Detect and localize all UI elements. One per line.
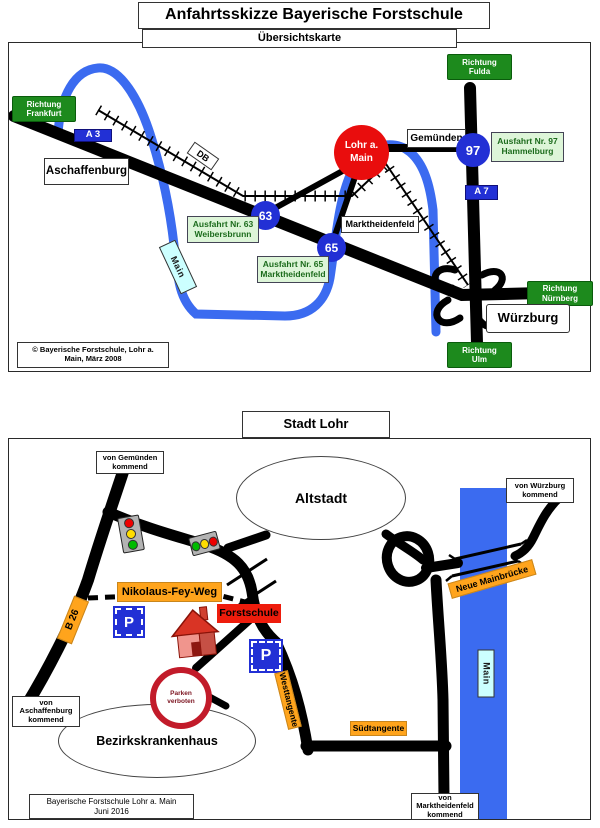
- approach-wuerzburg: von Würzburg kommend: [506, 478, 574, 503]
- parking-sign-west: P: [115, 608, 143, 636]
- exit-65-label: Ausfahrt Nr. 65 Marktheidenfeld: [257, 256, 329, 283]
- yellow-light: [125, 528, 137, 540]
- exit-97-label: Ausfahrt Nr. 97 Hammelburg: [491, 132, 564, 162]
- city-map-subtitle: Stadt Lohr: [242, 411, 390, 438]
- a3-sign: A 3: [74, 129, 112, 142]
- suedtangente-label: Südtangente: [350, 721, 407, 736]
- altstadt-area: Altstadt: [236, 456, 406, 540]
- exit-97-circle: 97: [456, 133, 490, 167]
- approach-marktheidenfeld: von Marktheidenfeld kommend: [411, 793, 479, 820]
- direction-sign-nuernberg: Richtung Nürnberg: [527, 281, 593, 306]
- no-parking-sign: Parken verboten: [150, 667, 212, 729]
- lohr-node: Lohr a. Main: [334, 125, 389, 180]
- overview-subtitle: Übersichtskarte: [142, 29, 457, 48]
- parking-sign-school: P: [251, 641, 281, 671]
- forstschule-house-icon: [170, 606, 220, 659]
- approach-aschaffenburg: von Aschaffenburg kommend: [12, 696, 80, 727]
- city-map-panel: [8, 438, 591, 820]
- nikolaus-fey-weg-label: Nikolaus-Fey-Weg: [117, 582, 222, 602]
- city-box-aschaffenburg: Aschaffenburg: [44, 158, 129, 185]
- forstschule-label: Forstschule: [217, 604, 281, 623]
- direction-sign-frankfurt: Richtung Frankfurt: [12, 96, 76, 122]
- direction-sign-fulda: Richtung Fulda: [447, 54, 512, 80]
- page-title: Anfahrtsskizze Bayerische Forstschule: [138, 2, 490, 29]
- copyright-box: © Bayerische Forstschule, Lohr a. Main, …: [17, 342, 169, 368]
- direction-sign-ulm: Richtung Ulm: [447, 342, 512, 368]
- city-box-marktheidenfeld: Marktheidenfeld: [341, 216, 419, 233]
- city-box-wuerzburg: Würzburg: [486, 304, 570, 333]
- exit-63-label: Ausfahrt Nr. 63 Weibersbrunn: [187, 216, 259, 243]
- main-river-label-city: Main: [477, 649, 495, 698]
- red-light: [123, 517, 135, 529]
- a7-sign: A 7: [465, 185, 498, 200]
- green-light: [127, 539, 139, 551]
- footer-box: Bayerische Forstschule Lohr a. Main Juni…: [29, 794, 194, 819]
- approach-gemuenden: von Gemünden kommend: [96, 451, 164, 474]
